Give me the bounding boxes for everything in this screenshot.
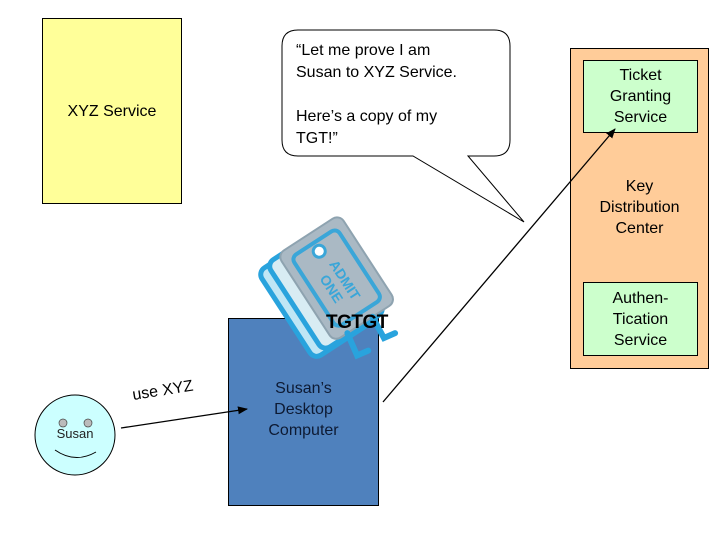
kdc-label: Key Distribution Center xyxy=(599,178,680,237)
as-label: Authen- Tication Service xyxy=(612,289,669,349)
speech-bubble-text: “Let me prove I am Susan to XYZ Service.… xyxy=(296,42,457,147)
tgt-label: TGTGT xyxy=(326,312,388,333)
ticket-icon: ADMIT ONE xyxy=(258,216,399,360)
arrow-user-to-desktop xyxy=(120,406,248,429)
authentication-service-box: Authen- Tication Service xyxy=(583,282,698,356)
desktop-label: Susan’s Desktop Computer xyxy=(268,380,339,439)
xyz-service-label: XYZ Service xyxy=(67,102,157,120)
user-label: Susan xyxy=(56,426,94,441)
user-susan-icon xyxy=(34,394,116,476)
arrow-desktop-to-tgs xyxy=(382,128,616,403)
xyz-service-box: XYZ Service xyxy=(42,18,182,204)
ticket-granting-service-box: Ticket Granting Service xyxy=(583,60,698,133)
speech-bubble xyxy=(281,29,525,223)
tgs-label: Ticket Granting Service xyxy=(609,67,672,126)
